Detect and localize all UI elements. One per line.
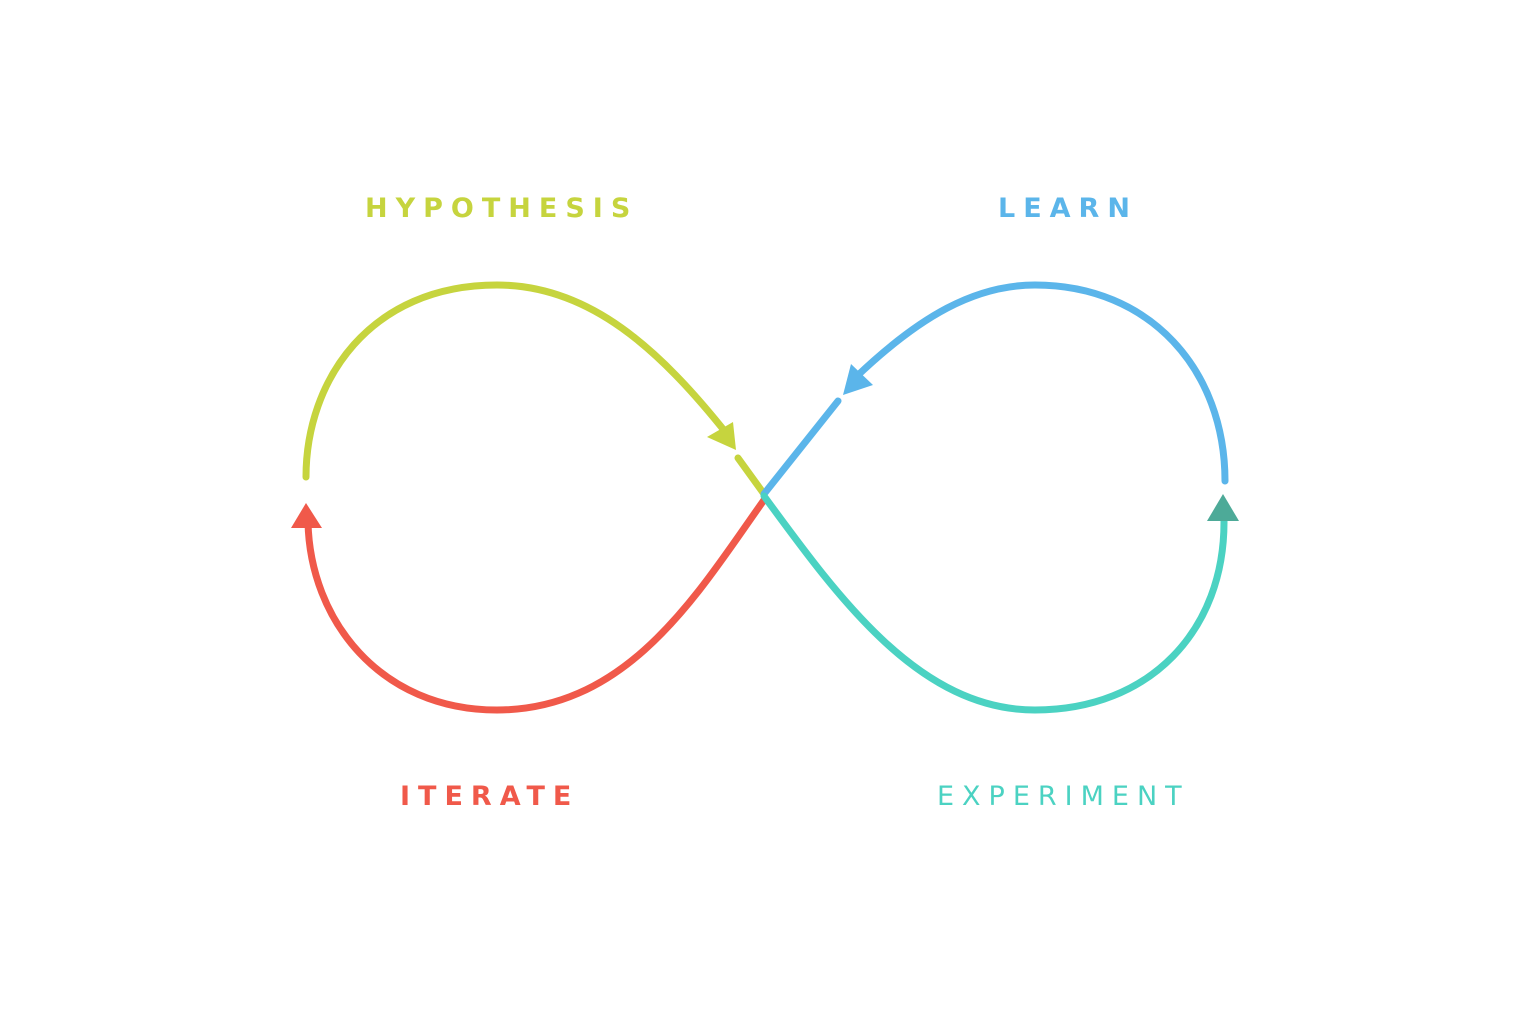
iterate-arrowhead <box>291 503 322 528</box>
experiment-arc <box>760 492 1228 714</box>
learn-arc <box>852 281 1229 485</box>
label-learn: LEARN <box>998 193 1138 224</box>
label-hypothesis: HYPOTHESIS <box>365 193 638 224</box>
label-experiment: EXPERIMENT <box>937 781 1190 812</box>
iterate-arc <box>304 496 768 714</box>
hypothesis-tail <box>734 454 768 498</box>
experiment-arrowhead <box>1207 494 1239 521</box>
hypothesis-arrowhead <box>707 422 736 450</box>
label-iterate: ITERATE <box>400 781 579 812</box>
hypothesis-arc <box>302 281 731 481</box>
learn-arrowhead <box>843 364 873 395</box>
learn-tail <box>760 397 842 498</box>
